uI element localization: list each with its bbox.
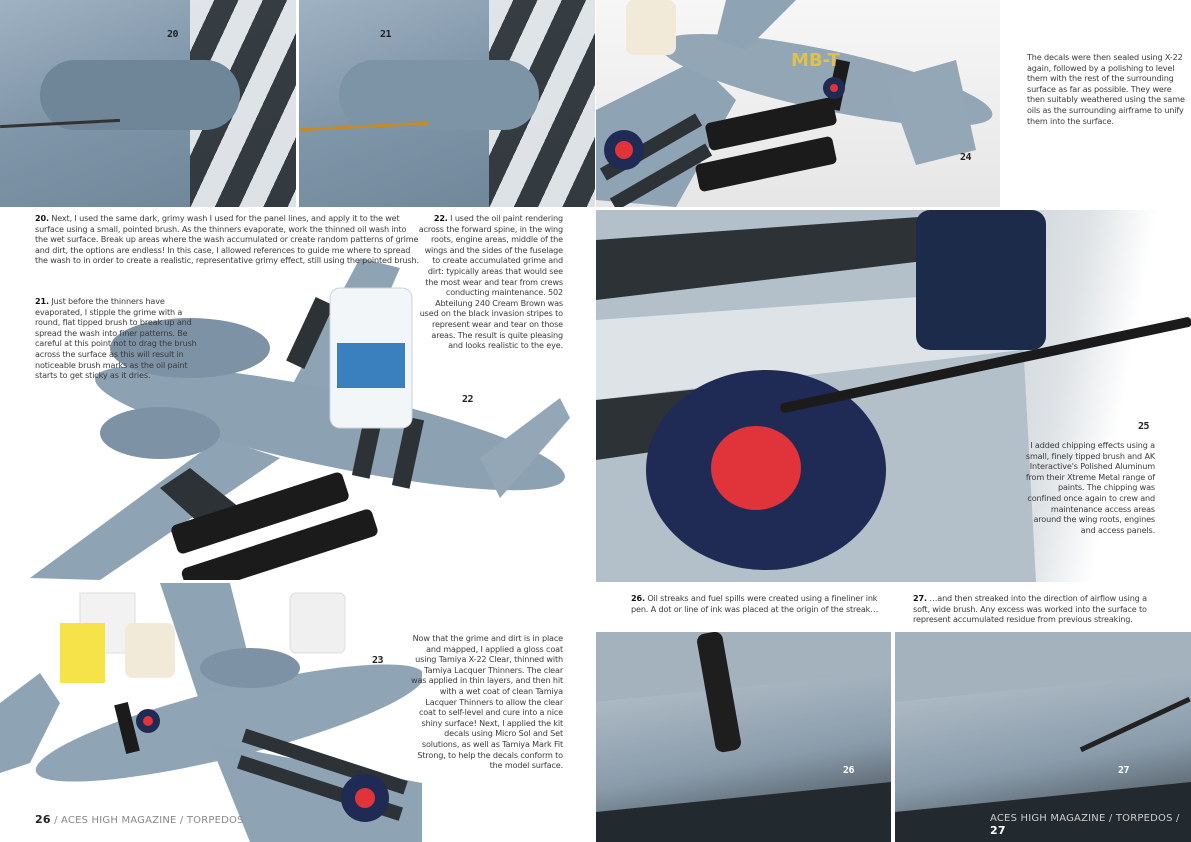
aircraft-model-image bbox=[0, 583, 422, 842]
photo-27 bbox=[895, 632, 1191, 842]
step-27-number: 27. bbox=[913, 593, 927, 603]
photo-label-24: 24 bbox=[960, 152, 972, 163]
step-22-text: 22. I used the oil paint rendering acros… bbox=[418, 213, 563, 351]
page-number-left: 26 bbox=[35, 813, 51, 826]
aircraft-model-image: MB-T bbox=[596, 0, 993, 207]
photo-23 bbox=[0, 583, 422, 842]
wing-closeup-image bbox=[895, 632, 1191, 842]
photo-label-25: 25 bbox=[1138, 421, 1150, 432]
svg-text:MB-T: MB-T bbox=[791, 50, 840, 71]
photo-label-27: 27 bbox=[1118, 765, 1130, 776]
photo-20 bbox=[0, 0, 296, 207]
aircraft-model-image bbox=[30, 258, 570, 580]
step-26-text: 26. Oil streaks and fuel spills were cre… bbox=[631, 593, 879, 614]
photo-25 bbox=[596, 210, 1191, 582]
step-27-text: 27. …and then streaked into the directio… bbox=[913, 593, 1147, 625]
photo-label-20: 20 bbox=[167, 29, 179, 40]
step-20-number: 20. bbox=[35, 213, 49, 223]
photo-24: MB-T bbox=[596, 0, 1000, 207]
step-20-text: 20. Next, I used the same dark, grimy wa… bbox=[35, 213, 419, 266]
photo-label-21: 21 bbox=[380, 29, 392, 40]
wing-closeup-image bbox=[596, 210, 1191, 582]
footer-right: ACES HIGH MAGAZINE / TORPEDOS / 27 bbox=[990, 813, 1191, 837]
wing-closeup-image bbox=[596, 632, 891, 842]
photo-22 bbox=[30, 258, 590, 580]
photo-label-26: 26 bbox=[843, 765, 855, 776]
page-number-right: 27 bbox=[990, 824, 1006, 837]
roundel-inner bbox=[711, 426, 801, 510]
step-23-text: Now that the grime and dirt is in place … bbox=[410, 633, 563, 771]
photo-21 bbox=[299, 0, 595, 207]
step-21-number: 21. bbox=[35, 296, 49, 306]
step-21-text: 21. Just before the thinners have evapor… bbox=[35, 296, 197, 381]
step-26-number: 26. bbox=[631, 593, 645, 603]
step-25-text: I added chipping effects using a small, … bbox=[1025, 440, 1155, 535]
footer-left-title: / ACES HIGH MAGAZINE / TORPEDOS bbox=[54, 815, 244, 826]
step-24-text: The decals were then sealed using X-22 a… bbox=[1027, 52, 1185, 126]
step-22-number: 22. bbox=[433, 213, 448, 223]
footer-left: 26 / ACES HIGH MAGAZINE / TORPEDOS bbox=[35, 813, 244, 826]
photo-label-22: 22 bbox=[462, 394, 474, 405]
photo-26 bbox=[596, 632, 891, 842]
footer-right-title: ACES HIGH MAGAZINE / TORPEDOS / bbox=[990, 813, 1180, 824]
photo-label-23: 23 bbox=[372, 655, 384, 666]
